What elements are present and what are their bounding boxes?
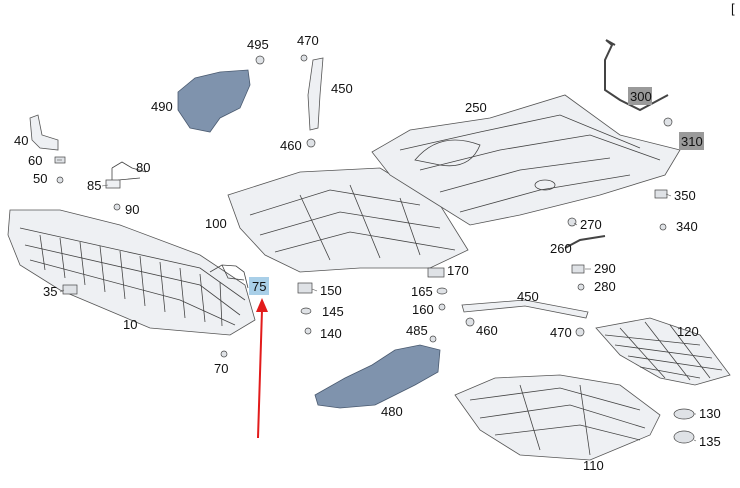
corner-mark: [ xyxy=(731,1,735,16)
label-160[interactable]: 160 xyxy=(412,302,434,317)
label-10[interactable]: 10 xyxy=(123,317,137,332)
label-340[interactable]: 340 xyxy=(676,219,698,234)
label-40[interactable]: 40 xyxy=(14,133,28,148)
small-fasteners xyxy=(54,54,695,444)
label-70[interactable]: 70 xyxy=(214,361,228,376)
label-280[interactable]: 280 xyxy=(594,279,616,294)
label-75[interactable]: 75 xyxy=(252,279,266,294)
label-260[interactable]: 260 xyxy=(550,241,572,256)
label-460b[interactable]: 460 xyxy=(476,323,498,338)
part-labels: 495 470 450 490 460 250 300 310 40 60 50… xyxy=(14,33,721,473)
part-450-strut-upper[interactable] xyxy=(307,57,324,131)
label-100[interactable]: 100 xyxy=(205,216,227,231)
label-470a[interactable]: 470 xyxy=(297,33,319,48)
highlight-310 xyxy=(679,132,704,150)
label-85[interactable]: 85 xyxy=(87,178,101,193)
label-490[interactable]: 490 xyxy=(151,99,173,114)
label-250[interactable]: 250 xyxy=(465,100,487,115)
label-35[interactable]: 35 xyxy=(43,284,57,299)
label-485[interactable]: 485 xyxy=(406,323,428,338)
label-310[interactable]: 310 xyxy=(681,134,703,149)
highlight-300 xyxy=(628,87,652,105)
label-90[interactable]: 90 xyxy=(125,202,139,217)
label-165[interactable]: 165 xyxy=(411,284,433,299)
label-50[interactable]: 50 xyxy=(33,171,47,186)
label-60[interactable]: 60 xyxy=(28,153,42,168)
label-495[interactable]: 495 xyxy=(247,37,269,52)
red-arrow-indicator xyxy=(256,298,268,439)
label-130[interactable]: 130 xyxy=(699,406,721,421)
label-110[interactable]: 110 xyxy=(583,458,604,473)
leader-lines xyxy=(57,159,697,442)
label-135[interactable]: 135 xyxy=(699,434,721,449)
highlight-75 xyxy=(249,277,269,295)
label-145[interactable]: 145 xyxy=(322,304,344,319)
part-250-rear-panel[interactable] xyxy=(371,94,681,226)
label-80[interactable]: 80 xyxy=(136,160,150,175)
label-270[interactable]: 270 xyxy=(580,217,602,232)
label-450b[interactable]: 450 xyxy=(517,289,539,304)
part-40-bracket[interactable] xyxy=(29,114,59,151)
label-480[interactable]: 480 xyxy=(381,404,403,419)
label-450a[interactable]: 450 xyxy=(331,81,353,96)
part-300-bracket[interactable] xyxy=(604,39,669,112)
label-140[interactable]: 140 xyxy=(320,326,342,341)
part-490-insulation[interactable] xyxy=(177,69,251,133)
label-120[interactable]: 120 xyxy=(677,324,699,339)
label-460a[interactable]: 460 xyxy=(280,138,302,153)
label-470b[interactable]: 470 xyxy=(550,325,572,340)
label-290[interactable]: 290 xyxy=(594,261,616,276)
label-300[interactable]: 300 xyxy=(630,89,652,104)
label-150[interactable]: 150 xyxy=(320,283,342,298)
part-110-rear-tray[interactable] xyxy=(454,374,661,461)
label-170[interactable]: 170 xyxy=(447,263,469,278)
part-480-insulation[interactable] xyxy=(314,344,441,409)
part-80-bracket[interactable] xyxy=(105,161,147,189)
part-450-strut-lower[interactable] xyxy=(461,299,589,319)
label-350[interactable]: 350 xyxy=(674,188,696,203)
part-120-mesh-panel[interactable] xyxy=(595,317,731,386)
part-75-sensor[interactable] xyxy=(209,264,249,289)
part-10-front-panel[interactable] xyxy=(7,209,256,336)
